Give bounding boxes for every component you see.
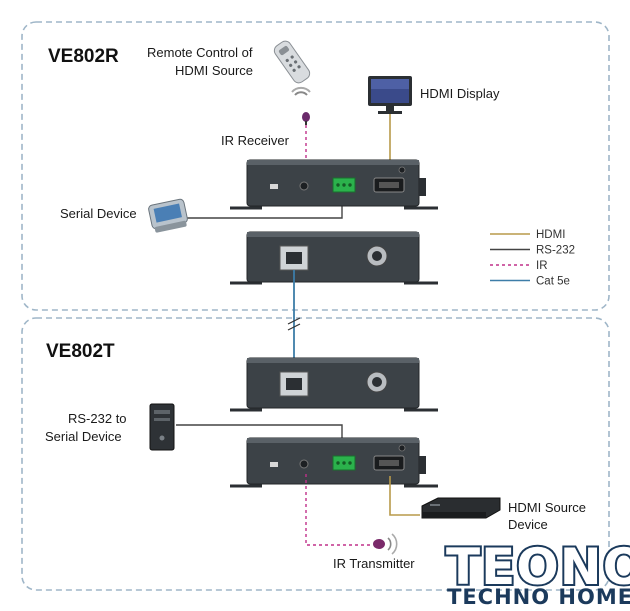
- serial-device-label: Serial Device: [60, 206, 137, 221]
- brand-logo: TEONO TECHNO HOME: [444, 536, 630, 609]
- hdmi-display-icon: [368, 76, 412, 114]
- cable-break-mark-2: [287, 323, 301, 331]
- legend-label: Cat 5e: [536, 276, 570, 288]
- hdmi-display-label: HDMI Display: [420, 86, 500, 101]
- remote-label-line-2: HDMI Source: [175, 63, 253, 78]
- legend-label: IR: [536, 260, 548, 272]
- hdmi-source-device-icon: [421, 497, 501, 519]
- rs232-label-line-2: Serial Device: [45, 429, 122, 444]
- serial-device-icon: [148, 198, 188, 233]
- transmitter-device-bottom: [230, 437, 438, 488]
- brand-logo-main: TEONO: [446, 538, 630, 596]
- transmitter-device-top: [230, 357, 438, 412]
- hdmi-source-label-line-1: HDMI Source: [508, 500, 586, 515]
- legend-label: RS-232: [536, 245, 575, 257]
- cable-break-mark-1: [287, 317, 301, 325]
- pc-tower-icon: [149, 403, 175, 451]
- transmitter-title: VE802T: [46, 341, 115, 362]
- ir-receiver-icon: [302, 112, 310, 125]
- rs232-label-line-1: RS-232 to: [68, 411, 127, 426]
- receiver-device-top: [230, 159, 438, 210]
- remote-control-icon: [273, 40, 311, 96]
- legend-label: HDMI: [536, 229, 565, 241]
- receiver-device-bottom: [230, 231, 438, 285]
- ir-transmitter-label: IR Transmitter: [333, 556, 415, 571]
- brand-logo-sub: TECHNO HOME: [447, 585, 630, 609]
- hdmi-source-label-line-2: Device: [508, 517, 548, 532]
- remote-label-line-1: Remote Control of: [147, 45, 253, 60]
- ir-transmitter-icon: [373, 533, 398, 555]
- ir-receiver-label: IR Receiver: [221, 133, 290, 148]
- hdmi-wire-source: [389, 476, 420, 516]
- receiver-title: VE802R: [48, 46, 119, 67]
- ir-wire-transmitter: [305, 474, 372, 546]
